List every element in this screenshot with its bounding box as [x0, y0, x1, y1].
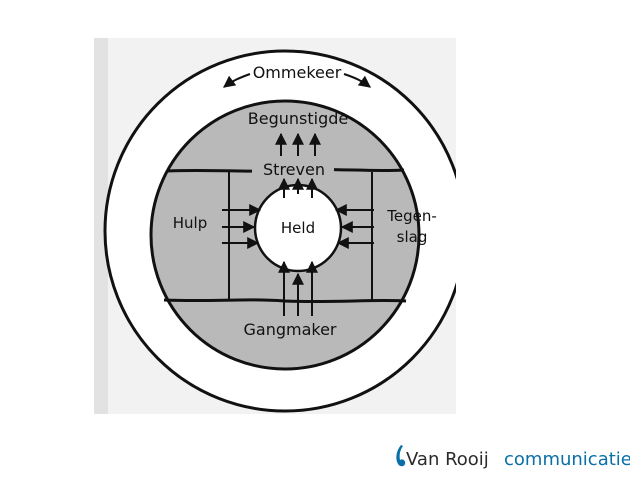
streven-label-bg: [252, 159, 334, 179]
logo-swoosh-icon: [396, 445, 406, 467]
ommekeer-right-arrow: [343, 73, 371, 88]
logo-name: Van Rooij: [406, 449, 489, 470]
scan-left-shadow: [94, 38, 108, 414]
company-logo: Van Rooij communicatie: [396, 445, 630, 470]
tegen-label: Tegen-: [386, 207, 437, 225]
ommekeer-label: Ommekeer: [253, 63, 342, 82]
begunstigde-label: Begunstigde: [248, 109, 348, 128]
gangmaker-label-bg: [240, 319, 340, 341]
logo-suffix: communicatie: [504, 449, 630, 470]
gangmaker-label: Gangmaker: [243, 320, 336, 339]
ommekeer-left-arrow: [223, 73, 251, 88]
slag-label: slag: [397, 228, 428, 246]
held-label: Held: [281, 219, 315, 237]
hulp-label: Hulp: [173, 214, 207, 232]
hero-journey-diagram: Ommekeer Begunstigde Streven Held Hulp T…: [94, 38, 456, 414]
streven-label: Streven: [263, 160, 325, 179]
